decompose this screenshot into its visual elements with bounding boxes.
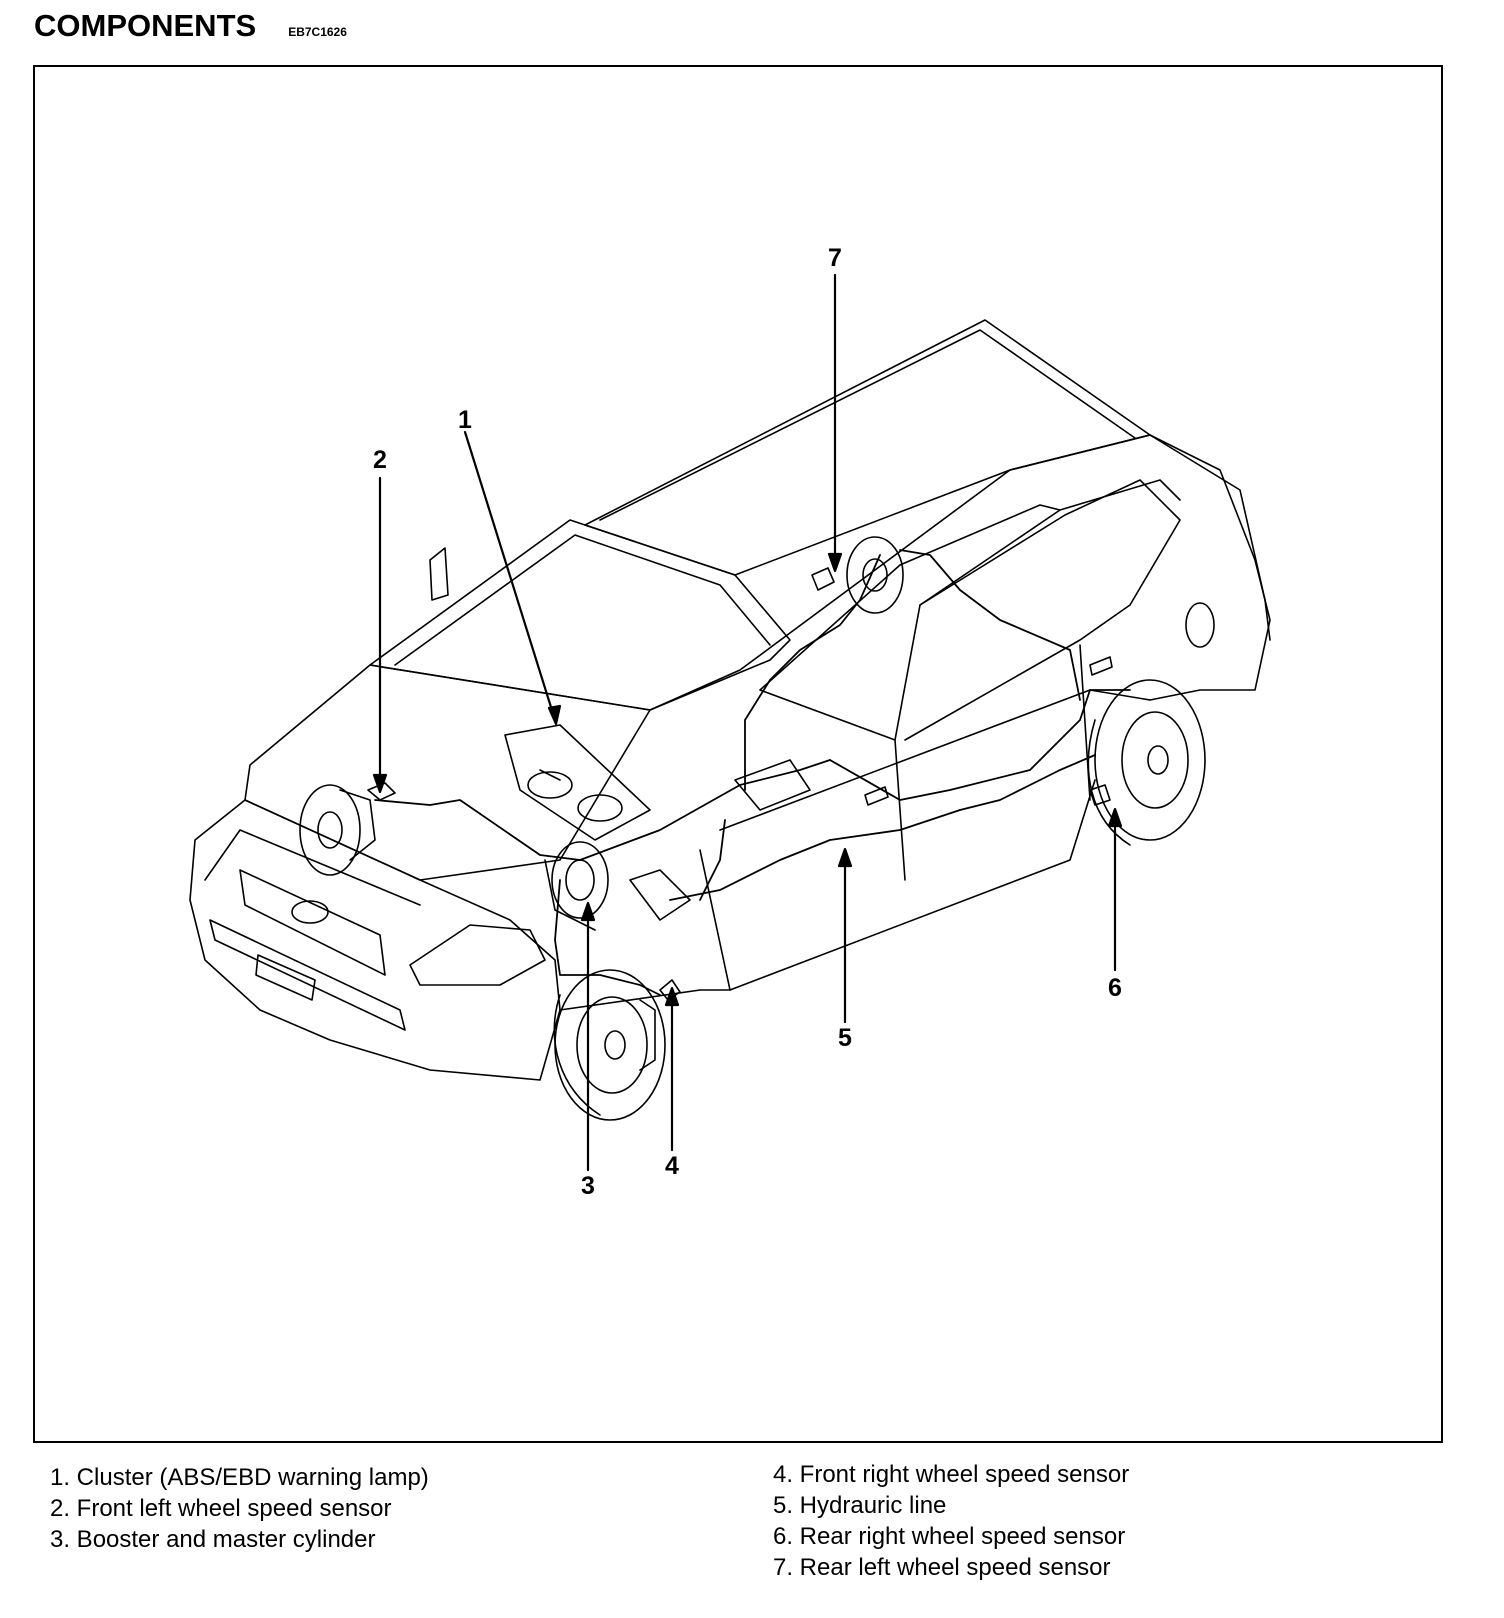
wheel-front-right [553,969,666,1121]
document-code: EB7C1626 [288,25,347,39]
legend-item: 7. Rear left wheel speed sensor [773,1554,1111,1581]
callout-5: 5 [838,1024,852,1052]
diagram-frame [33,65,1443,1443]
legend-right: 4. Front right wheel speed sensor 5. Hyd… [773,1459,1129,1583]
instrument-cluster [504,724,651,841]
legend-item: 2. Front left wheel speed sensor [50,1495,392,1522]
callout-3: 3 [581,1172,595,1200]
legend-item: 1. Cluster (ABS/EBD warning lamp) [50,1464,429,1491]
wheel-front-left [299,784,376,876]
callout-2: 2 [373,446,387,474]
callout-6: 6 [1108,974,1122,1002]
car-body [189,319,1271,1081]
legend-item: 3. Booster and master cylinder [50,1526,376,1553]
page-title: COMPONENTS [34,8,257,43]
legend-item: 4. Front right wheel speed sensor [773,1461,1130,1488]
booster-master-cylinder [544,841,691,931]
legend-item: 6. Rear right wheel speed sensor [773,1523,1126,1550]
callout-leaders [372,273,1123,1172]
wheel-rear-left [846,536,904,614]
speed-sensors [367,567,1111,1001]
callout-4: 4 [665,1152,679,1180]
page-heading: COMPONENTS EB7C1626 [34,8,347,44]
wheel-rear-right [1087,679,1206,846]
callout-7: 7 [828,244,842,272]
callout-1: 1 [458,406,472,434]
hydraulic-lines [374,549,1131,996]
legend-item: 5. Hydrauric line [773,1492,947,1519]
legend-left: 1. Cluster (ABS/EBD warning lamp) 2. Fro… [50,1462,429,1555]
